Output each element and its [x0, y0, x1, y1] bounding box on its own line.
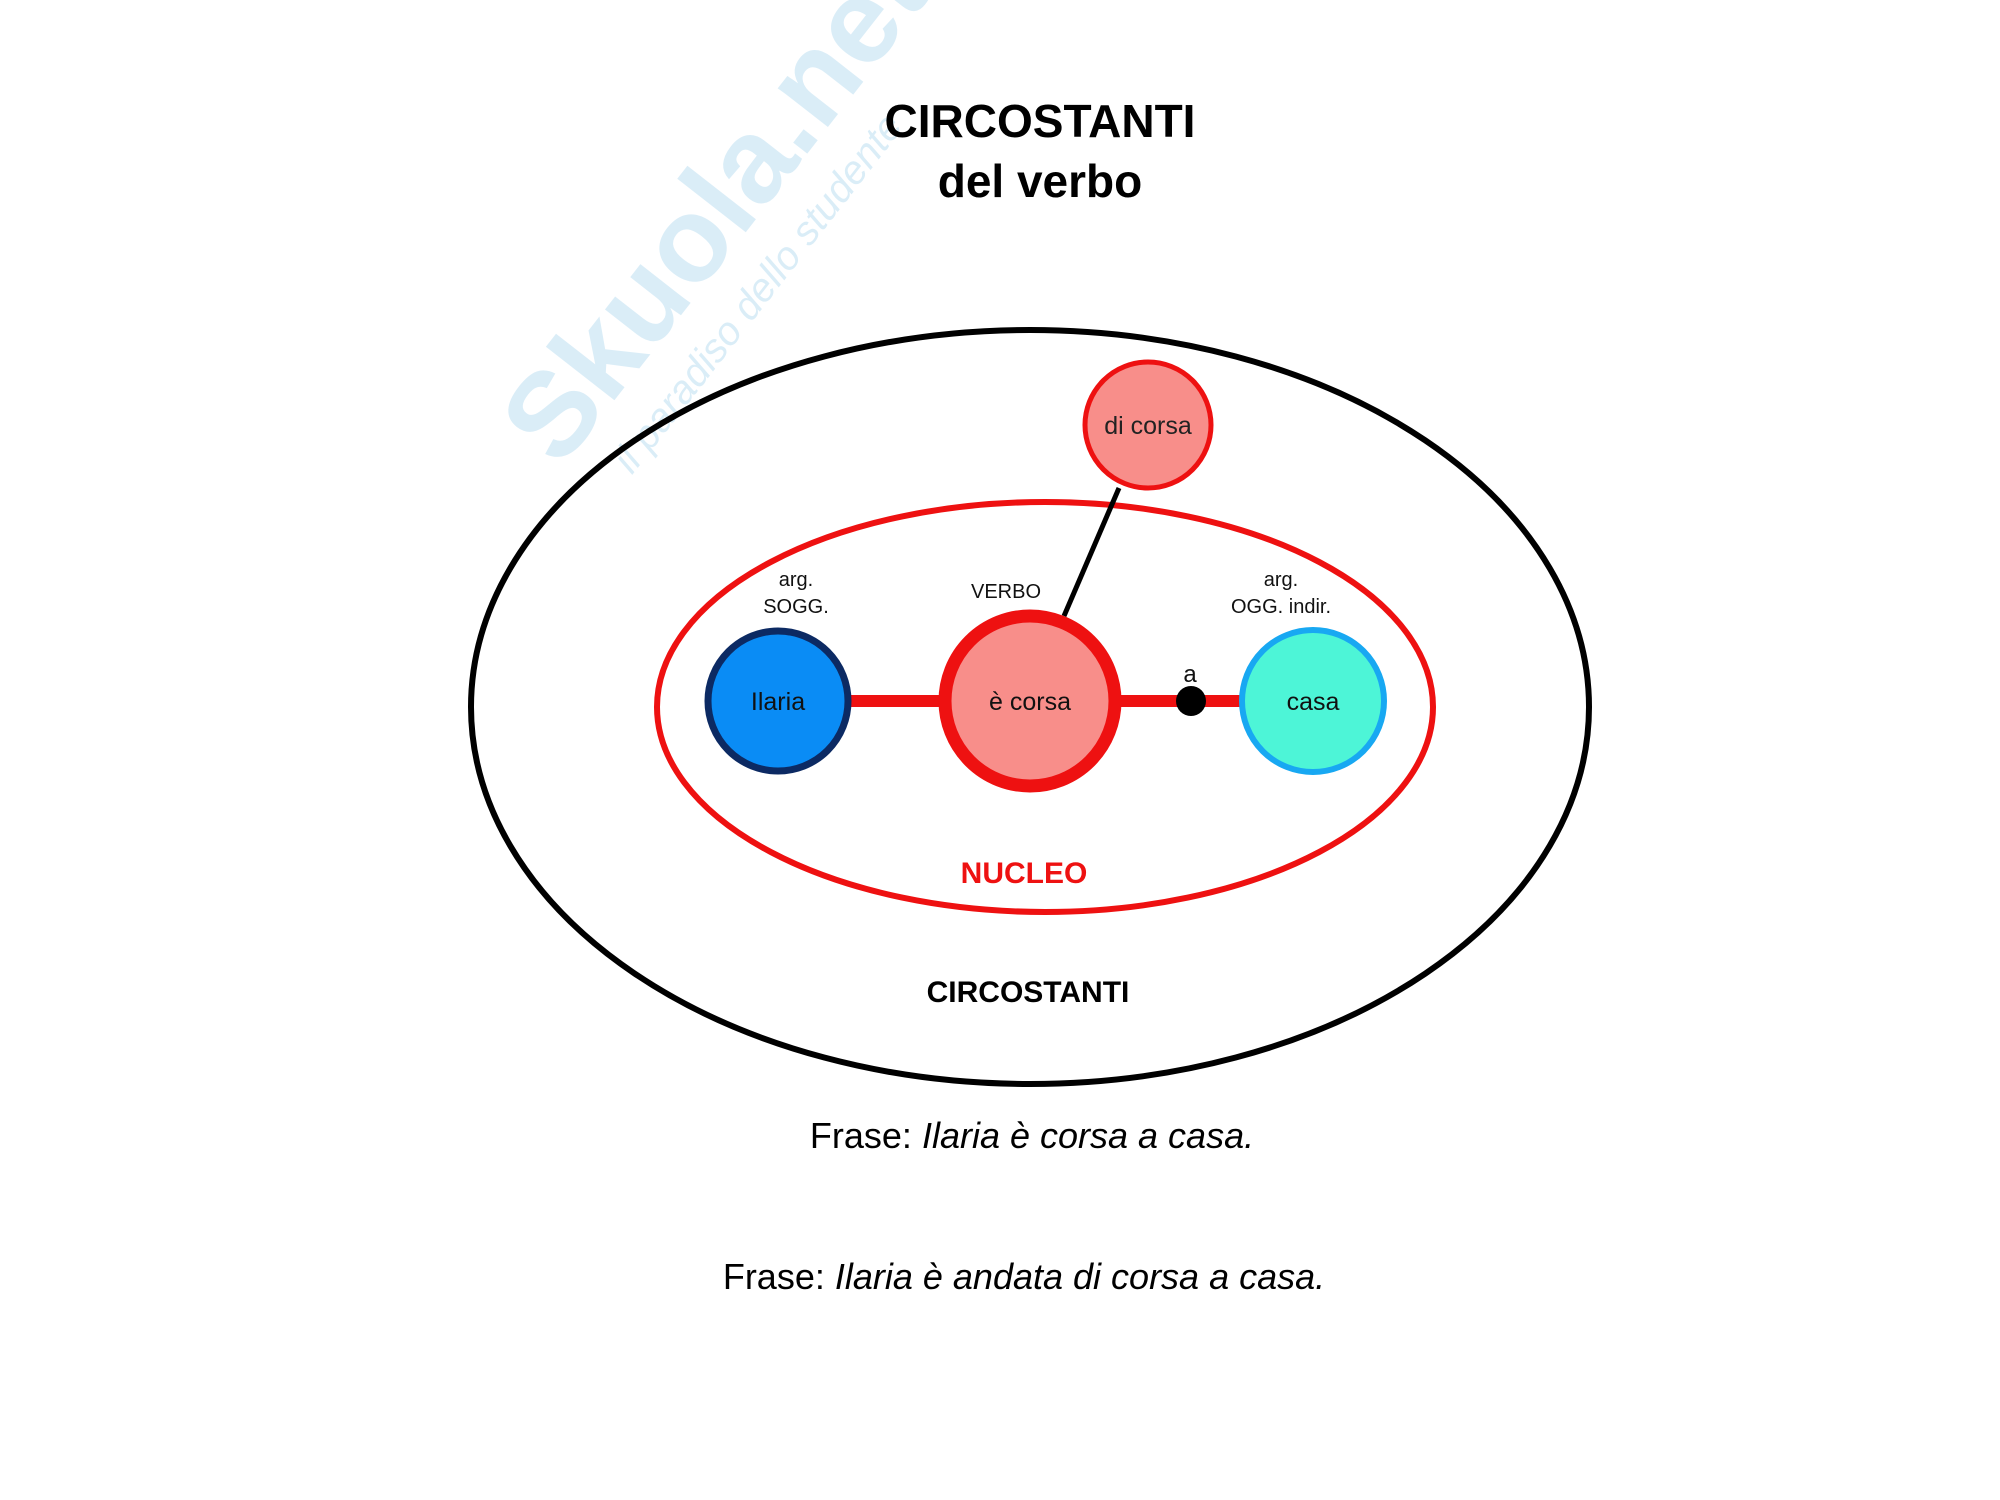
nucleus-label: NUCLEO — [961, 857, 1088, 890]
watermark-brand: Skuola.net — [475, 0, 954, 486]
title-line2: del verbo — [938, 155, 1143, 207]
object-role-line2: OGG. indir. — [1231, 596, 1331, 618]
subject-node-label: Ilaria — [751, 688, 805, 716]
sentence-2-text: Ilaria è andata di corsa a casa. — [835, 1256, 1325, 1297]
circumstants-ellipse — [468, 327, 1592, 1087]
verb-role-label: VERBO — [971, 581, 1041, 603]
sentence-2: Frase: Ilaria è andata di corsa a casa. — [723, 1256, 1325, 1297]
circumstant-connector — [1061, 487, 1122, 617]
title-line1: CIRCOSTANTI — [885, 95, 1196, 147]
nucleus-ellipse — [654, 499, 1436, 915]
circumstants-label: CIRCOSTANTI — [927, 976, 1130, 1009]
object-role-line1: arg. — [1264, 569, 1298, 591]
sentence-2-prefix: Frase: — [723, 1256, 835, 1297]
preposition-dot — [1176, 686, 1206, 716]
subject-node — [704, 627, 852, 775]
object-node — [1239, 627, 1387, 775]
preposition-label: a — [1183, 661, 1197, 688]
subject-role-line1: arg. — [779, 569, 813, 591]
verb-node-label: è corsa — [989, 688, 1071, 716]
object-node-label: casa — [1287, 688, 1340, 716]
circumstant-node-label: di corsa — [1104, 412, 1192, 440]
sentence-1-prefix: Frase: — [810, 1115, 922, 1156]
sentence-1: Frase: Ilaria è corsa a casa. — [810, 1115, 1254, 1156]
verb-node — [938, 609, 1122, 793]
subject-role-line2: SOGG. — [763, 596, 829, 618]
circumstant-node — [1082, 359, 1214, 491]
watermark-logo: Skuola.net il paradiso dello studente — [475, 0, 954, 486]
sentence-1-text: Ilaria è corsa a casa. — [922, 1115, 1254, 1156]
